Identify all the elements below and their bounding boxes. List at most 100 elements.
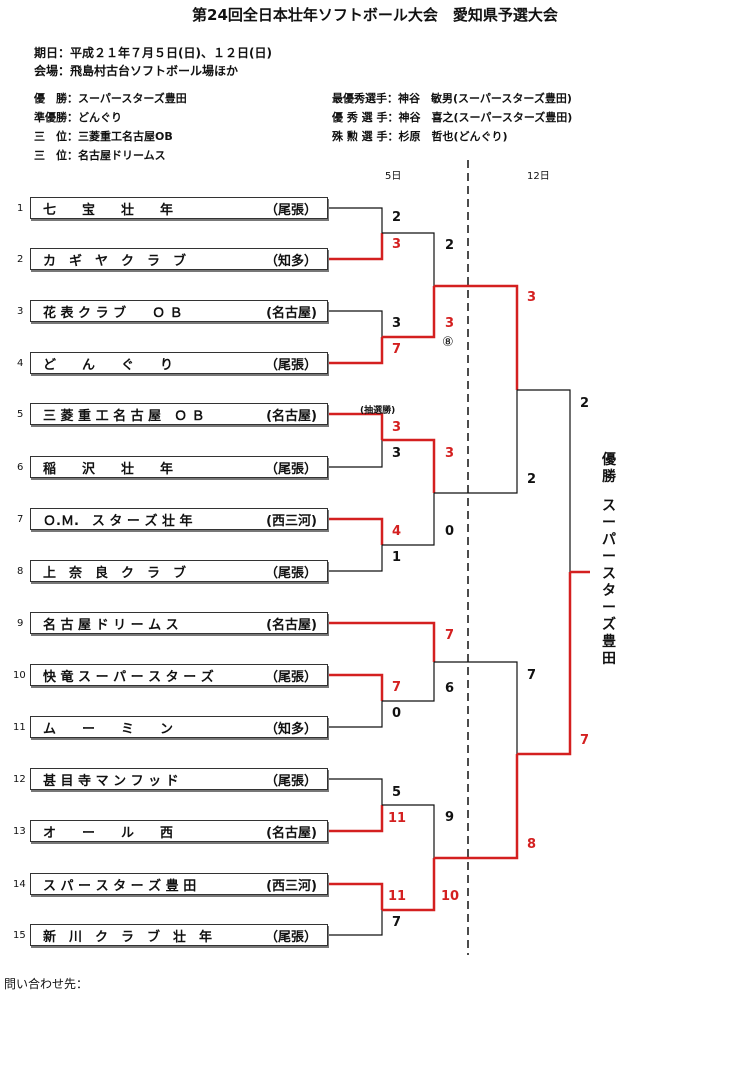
vertical-char: 豊: [602, 634, 616, 650]
r1-m6-bot-line: [329, 805, 384, 833]
award-merit: 殊 勲 選 手：杉原 哲也(どんぐり): [332, 130, 508, 143]
r1-m5-top-line: [329, 673, 384, 701]
seed-10: 10: [13, 670, 26, 681]
team-3-name: 花 表 ク ラ ブ Ｏ Ｂ: [43, 305, 183, 321]
award-champion: 優 勝：スーパースターズ豊田: [34, 92, 187, 105]
vertical-char: 田: [602, 651, 616, 667]
page-title: 第24回全日本壮年ソフトボール大会 愛知県予選大会: [192, 6, 558, 24]
score-r1-m6-top: 5: [392, 785, 402, 800]
team-10-region: （尾張）: [264, 669, 317, 685]
team-5: 三 菱 重 工 名 古 屋 Ｏ Ｂ (名古屋): [30, 403, 328, 425]
team-6-region: （尾張）: [264, 461, 317, 477]
seed-12: 12: [13, 774, 26, 785]
r3-m1-bot-line: [434, 390, 518, 494]
award-runner-up: 準優勝：どんぐり: [34, 111, 122, 124]
r3-m1-top-line: [434, 284, 519, 390]
team-5-region: (名古屋): [266, 408, 317, 424]
score-r1-m3-bot: 3: [392, 446, 402, 461]
game-number: ⑧: [442, 335, 454, 350]
team-14-name: ス パ ー ス タ ー ズ 豊 田: [43, 878, 197, 894]
score-r1-m4-bot: 1: [392, 550, 402, 565]
team-1-name: 七 宝 壮 年: [43, 202, 174, 218]
score-r1-m2-top: 3: [392, 316, 402, 331]
seed-1: 1: [17, 203, 24, 214]
seed-3: 3: [17, 306, 24, 317]
r1-m1-top-line: [329, 207, 383, 233]
r2-m4-bot-line: [382, 858, 436, 912]
score-r2-m3-top: 7: [445, 628, 455, 643]
team-4-region: （尾張）: [264, 357, 317, 373]
team-9: 名 古 屋 ド リ ー ム ス(名古屋): [30, 612, 328, 634]
score-r3-m2-top: 7: [527, 668, 537, 683]
score-r1-m7-bot: 7: [392, 915, 402, 930]
team-6: 稲 沢 壮 年（尾張）: [30, 456, 328, 478]
r1-m2-top-line: [329, 310, 383, 337]
score-r1-m7-top: 11: [388, 889, 407, 904]
team-10: 快 竜 ス ー パ ー ス タ ー ズ （尾張）: [30, 664, 328, 686]
team-13: オ ー ル 西 (名古屋): [30, 820, 328, 842]
team-3: 花 表 ク ラ ブ Ｏ Ｂ(名古屋): [30, 300, 328, 322]
vertical-char: パ: [602, 532, 616, 548]
team-5-name: 三 菱 重 工 名 古 屋 Ｏ Ｂ: [43, 408, 205, 424]
dates-label: 期日：平成２１年７月５日(日)、１２日(日): [34, 46, 272, 60]
r3-m2-top-line: [434, 661, 518, 754]
team-14: ス パ ー ス タ ー ズ 豊 田(西三河): [30, 873, 328, 895]
team-12-region: （尾張）: [264, 773, 317, 789]
r2-m1-top-line: [382, 232, 435, 286]
score-r2-m3-bot: 6: [445, 681, 455, 696]
seed-14: 14: [13, 879, 26, 890]
final-top-line: [517, 389, 571, 572]
champion-team: スーパースターズ豊田: [599, 498, 619, 668]
team-2-region: （知多）: [264, 253, 317, 269]
award-excellent: 優 秀 選 手：神谷 喜之(スーパースターズ豊田): [332, 111, 573, 124]
seed-15: 15: [13, 930, 26, 941]
seed-9: 9: [17, 618, 24, 629]
award-third-1: 三 位：三菱重工名古屋OB: [34, 130, 173, 143]
vertical-char: ー: [602, 549, 616, 565]
team-13-region: (名古屋): [266, 825, 317, 841]
score-r2-m2-bot: 0: [445, 524, 455, 539]
team-1-region: （尾張）: [264, 202, 317, 218]
score-r3-m2-bot: 8: [527, 837, 537, 852]
r2-m2-top-line: [382, 438, 436, 493]
champion-heading: 優勝: [599, 452, 619, 486]
r1-m3-bot-line: [329, 440, 383, 468]
team-11-name: ム ー ミ ン: [43, 721, 174, 737]
r2-m1-bot-line: [382, 286, 436, 339]
r1-m3-top-line: [329, 412, 384, 440]
day2-header: 12日: [527, 171, 550, 182]
award-third-2: 三 位：名古屋ドリームス: [34, 149, 166, 162]
score-r2-m4-top: 9: [445, 810, 455, 825]
seed-7: 7: [17, 514, 24, 525]
team-11: ム ー ミ ン（知多）: [30, 716, 328, 738]
r3-m2-bot-line: [434, 754, 519, 860]
award-mvp: 最優秀選手：神谷 敏男(スーパースターズ豊田): [332, 92, 572, 105]
champion-label: 優勝 スーパースターズ豊田: [599, 452, 619, 668]
team-7: Ｏ.Ｍ. ス タ ー ズ 壮 年(西三河): [30, 508, 328, 530]
day1-header: 5日: [385, 171, 402, 182]
team-7-name: Ｏ.Ｍ. ス タ ー ズ 壮 年: [43, 513, 193, 529]
score-final-bot: 7: [580, 733, 590, 748]
team-8-region: （尾張）: [264, 565, 317, 581]
score-r1-m1-bot: 3: [392, 237, 402, 252]
r2-m2-bot-line: [382, 493, 435, 546]
team-10-name: 快 竜 ス ー パ ー ス タ ー ズ: [43, 669, 214, 685]
team-13-name: オ ー ル 西: [43, 825, 174, 841]
score-r1-m6-bot: 11: [388, 811, 407, 826]
score-r2-m1-bot: 3: [445, 316, 455, 331]
vertical-char: タ: [602, 583, 616, 599]
score-r3-m1-bot: 2: [527, 472, 537, 487]
seed-13: 13: [13, 826, 26, 837]
seed-2: 2: [17, 254, 24, 265]
venue-label: 会場：飛島村古台ソフトボール場ほか: [34, 64, 239, 78]
r1-m7-bot-line: [329, 910, 383, 936]
final-bot-line: [517, 572, 572, 756]
score-r2-m1-top: 2: [445, 238, 455, 253]
score-r1-m5-bot: 0: [392, 706, 402, 721]
score-r1-m5-top: 7: [392, 680, 402, 695]
vertical-char: ー: [602, 600, 616, 616]
team-8-name: 上 奈 良 ク ラ ブ: [43, 565, 187, 581]
team-2-name: カ ギ ヤ ク ラ ブ: [43, 253, 187, 269]
team-15-name: 新 川 ク ラ ブ 壮 年: [43, 929, 213, 945]
